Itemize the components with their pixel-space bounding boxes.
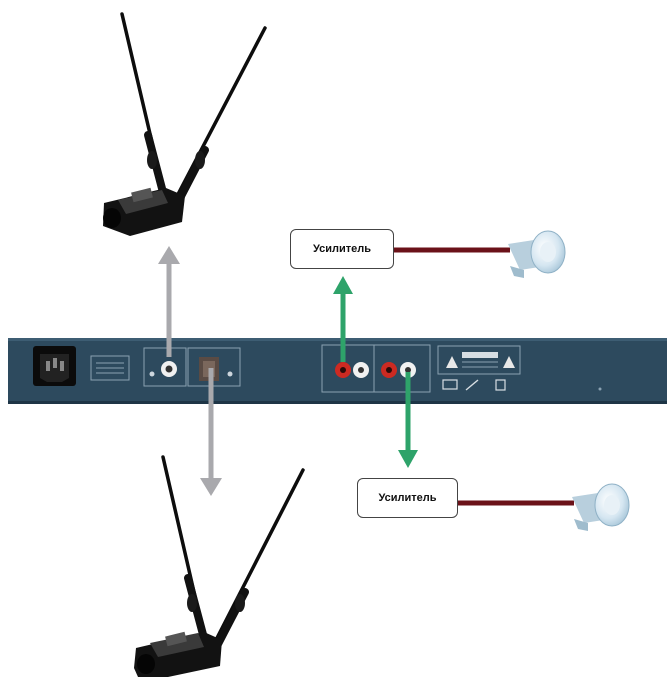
top-antenna-receiver-icon [103, 12, 267, 236]
bottom-amplifier-box: Усилитель [357, 478, 458, 518]
iec-power-socket-icon [33, 346, 76, 386]
rear-panel [8, 338, 667, 404]
antenna-a-connection-arrow [158, 246, 180, 357]
bottom-antenna-receiver-icon [134, 455, 305, 677]
amplifier-label: Усилитель [312, 243, 372, 255]
certification-marks [442, 379, 506, 391]
top-amplifier-box: Усилитель [290, 229, 394, 269]
voltage-label [90, 355, 130, 381]
warning-triangle-icon [503, 356, 515, 368]
antenna-a-input [143, 347, 187, 387]
antenna-b-connection-arrow [200, 368, 222, 496]
individual-output-section [373, 344, 431, 393]
horn-speaker-icon [508, 230, 566, 278]
warning-label [437, 345, 521, 375]
amplifier-label: Усилитель [378, 492, 437, 504]
warning-triangle-icon [446, 356, 458, 368]
horn-speaker-icon [572, 483, 630, 531]
mixed-output-to-amplifier-arrow [333, 276, 353, 362]
individual-output-to-amplifier-arrow [398, 372, 418, 468]
